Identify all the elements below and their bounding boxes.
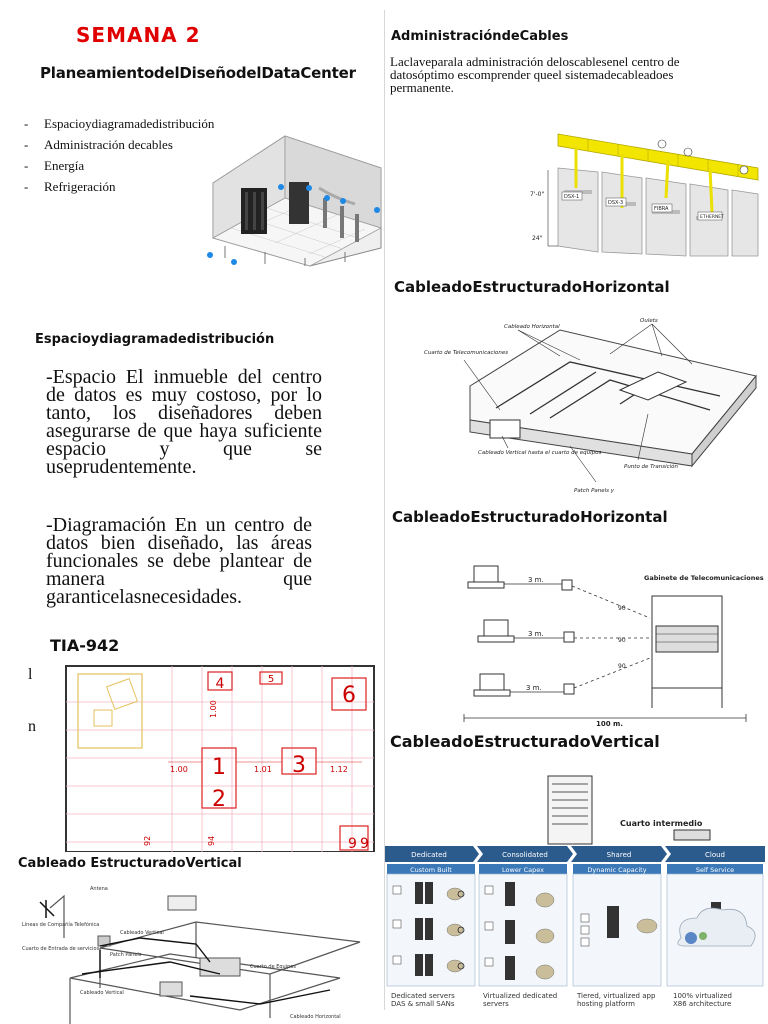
list-item: Energía: [24, 155, 214, 176]
distance-label: 90: [618, 637, 626, 644]
distance-label: 3 m.: [526, 684, 542, 692]
vertical-cabling-building-diagram: Antena Líneas de Compañía Telefónica Cua…: [22, 886, 361, 1024]
horizontal-diagram-label: Cableado Vertical hasta el cuarto de equ…: [478, 450, 601, 456]
diagram-paragraph: -Diagramación En un centro de datos bien…: [46, 514, 312, 608]
table-header: Cloud: [705, 851, 725, 859]
horizontal-diagram-label: Patch Panels y: [574, 488, 615, 494]
building-label: Cableado Vertical: [120, 930, 164, 936]
horizontal-cabling-distance-diagram: 3 m. 3 m. 3 m. 90 90 90 Gabinete de Tele…: [463, 565, 764, 728]
distance-label: 100 m.: [596, 720, 623, 728]
rack-label: ETHERNET: [700, 214, 724, 220]
horizontal-diagram-label: Oulets: [640, 318, 658, 324]
service-model-table: Dedicated Consolidated Shared Cloud Cust…: [385, 846, 765, 1014]
table-footer: Dedicated servers DAS & small SANs: [391, 992, 455, 1008]
rack-label: 24": [532, 235, 543, 242]
table-footer: 100% virtualized X86 architecture: [673, 992, 732, 1008]
table-header: Shared: [607, 851, 632, 859]
margin-fragment: l: [28, 666, 33, 683]
rack-label: DSX-3: [608, 200, 623, 206]
distance-label: 3 m.: [528, 576, 544, 584]
distance-label: 90: [618, 605, 626, 612]
horizontal-cabling-heading-2: CableadoEstructuradoHorizontal: [392, 508, 668, 526]
floorplan-label: 94: [207, 836, 216, 846]
floorplan-label: 5: [268, 674, 274, 685]
table-subheader: Self Service: [696, 866, 734, 874]
datacenter-room-illustration: [207, 135, 383, 267]
table-footer: Virtualized dedicated servers: [483, 992, 558, 1008]
vertical-cabling-heading-right: CableadoEstructuradoVertical: [390, 732, 660, 751]
distance-label: 3 m.: [528, 630, 544, 638]
floorplan-label: 9: [348, 836, 357, 852]
horizontal-cabling-heading-1: CableadoEstructuradoHorizontal: [394, 278, 670, 296]
intermediate-room-figure: Cuarto intermedio: [547, 775, 711, 845]
building-label: Antena: [90, 886, 108, 892]
rack-label: 7'-0": [530, 191, 544, 198]
building-label: Patch Panels: [110, 952, 142, 958]
floorplan-label: 9: [360, 836, 369, 852]
column-divider: [384, 10, 385, 1010]
tia-heading: TIA-942: [50, 636, 120, 655]
list-item: Espacioydiagramadedistribución: [24, 113, 214, 134]
floorplan-label: 1.00: [170, 765, 188, 774]
table-footer: Tiered, virtualized app hosting platform: [577, 992, 656, 1008]
distance-label: 90: [618, 663, 626, 670]
week-title: SEMANA 2: [76, 23, 201, 47]
space-paragraph: -Espacio El inmueble del centro de datos…: [46, 366, 322, 478]
floorplan-label: 1.00: [209, 700, 218, 718]
cables-paragraph: Laclaveparala administración deloscables…: [390, 54, 680, 95]
building-label: Líneas de Compañía Telefónica: [22, 921, 99, 928]
space-heading: Espacioydiagramadedistribución: [35, 332, 275, 347]
floorplan-label: 3: [292, 753, 306, 778]
page-title: PlaneamientodelDiseñodelDataCenter: [40, 64, 356, 82]
building-label: Cableado Vertical: [80, 990, 124, 996]
rack-cable-tray-figure: DSX-1 DSX-3 FIBRA ETHERNET 7'-0" 24": [530, 133, 759, 257]
horizontal-diagram-label: Punto de Transición: [624, 463, 679, 470]
list-item: Administración decables: [24, 134, 214, 155]
rack-label: FIBRA: [654, 206, 669, 212]
table-subheader: Lower Capex: [502, 866, 544, 874]
floorplan-label: 4: [216, 676, 225, 692]
margin-fragment: n: [28, 718, 36, 735]
building-label: Cableado Horizontal: [290, 1014, 341, 1020]
horizontal-cabling-floor-diagram: Cableado Horizontal Cuarto de Telecomuni…: [424, 318, 757, 494]
floorplan-label: 1.12: [330, 765, 348, 774]
building-label: Cuarto de Equipos: [250, 964, 296, 970]
floorplan-label: 1: [212, 755, 226, 780]
distance-label: Gabinete de Telecomunicaciones: [644, 574, 764, 582]
cables-heading: AdministracióndeCables: [391, 29, 569, 44]
vertical-cabling-heading-left: Cableado EstructuradoVertical: [18, 856, 242, 871]
list-item: Refrigeración: [24, 176, 214, 197]
horizontal-diagram-label: Cuarto de Telecomunicaciones: [424, 350, 508, 356]
table-header: Consolidated: [502, 851, 548, 859]
table-header: Dedicated: [411, 851, 447, 859]
tia942-floorplan: 4 5 6 1 2 3 1.00 1.00 1.01 1.12 9 9 92 9…: [65, 665, 375, 852]
floorplan-label: 6: [342, 683, 356, 708]
table-subheader: Dynamic Capacity: [587, 866, 646, 874]
topic-list: Espacioydiagramadedistribución Administr…: [24, 113, 214, 197]
floorplan-label: 92: [143, 836, 152, 846]
intermediate-room-label: Cuarto intermedio: [620, 819, 703, 828]
table-subheader: Custom Built: [410, 866, 452, 874]
floorplan-label: 2: [212, 787, 226, 812]
horizontal-diagram-label: Cableado Horizontal: [504, 324, 560, 330]
floorplan-label: 1.01: [254, 765, 272, 774]
building-label: Cuarto de Entrada de servicios: [22, 946, 100, 952]
rack-label: DSX-1: [564, 194, 579, 200]
